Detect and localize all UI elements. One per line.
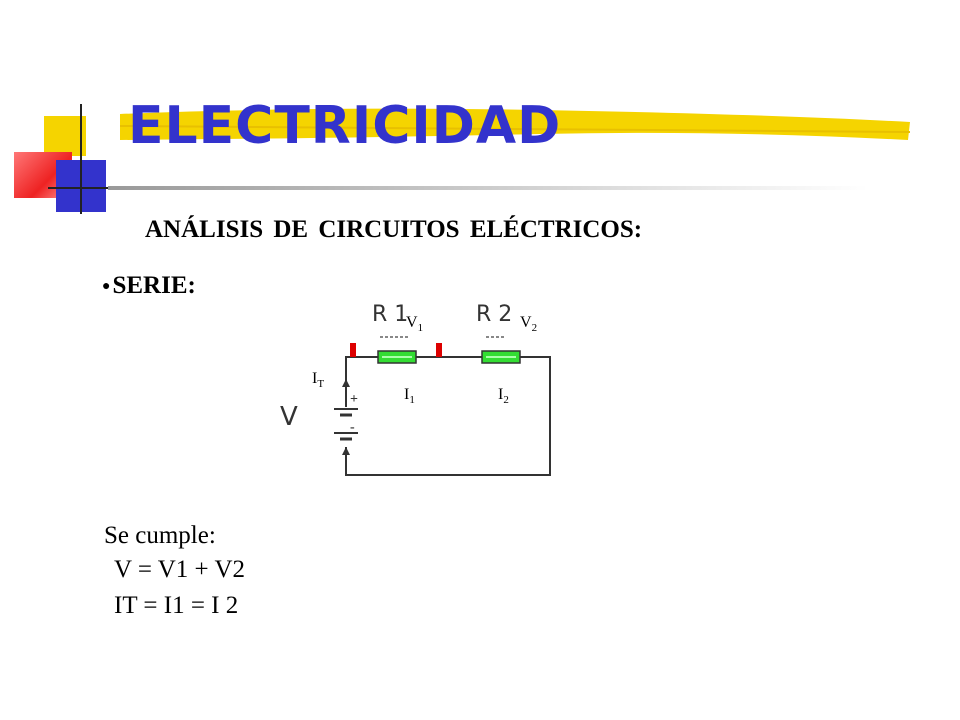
series-circuit-diagram: + - R 1 R 2 V V1 V2 IT I1 I2 [280,302,551,476]
decor-vertical-line [80,104,82,214]
voltage-v1-label: V1 [406,314,423,334]
circuit-wire [345,356,551,476]
resistor-r2-label: R 2 [476,302,512,327]
battery-minus-sign: - [350,420,355,435]
condition-heading: Se cumple: [104,522,216,549]
source-voltage-label: V [280,402,298,432]
current-it-label: IT [312,370,324,390]
voltage-v2-label: V2 [520,314,537,334]
slide-title: ELECTRICIDAD [128,96,562,156]
title-brush-stroke [120,108,911,140]
current-i2-label: I2 [498,386,509,406]
terminal-marker [436,343,442,357]
resistor-r1-label: R 1 [372,302,408,327]
current-arrow-icon [342,379,350,387]
decor-yellow-square [44,116,86,156]
bullet-dot-icon: ● [102,279,111,294]
battery-gap [340,407,356,447]
bullet-label: SERIE: [112,272,196,299]
battery-plus-sign: + [350,392,358,407]
title-underline [108,186,868,190]
equation-current: IT = I1 = I 2 [114,592,239,619]
bullet-serie: ●SERIE: [102,272,196,300]
current-arrow-icon [342,447,350,455]
equation-voltage: V = V1 + V2 [114,556,246,583]
terminal-marker [350,343,356,357]
decor-horizontal-line [48,187,108,189]
current-i1-label: I1 [404,386,415,406]
slide-subtitle: ANÁLISIS DE CIRCUITOS ELÉCTRICOS: [145,216,643,243]
